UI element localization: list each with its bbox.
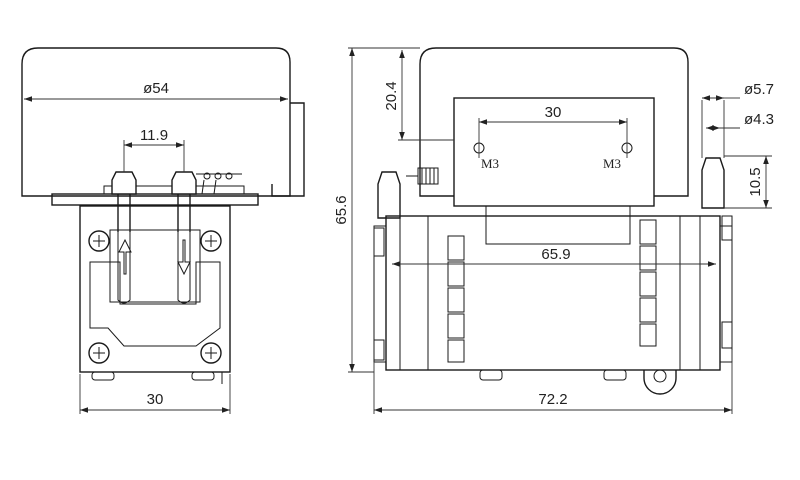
dim-cap-height-label: 20.4 [383,81,400,110]
side-left-nozzle [377,171,401,219]
side-terminal-comb [406,167,439,185]
front-outlet-port [171,171,197,304]
screw-icon [88,342,110,364]
front-head-cap [21,47,291,197]
side-ribs-left [447,235,465,363]
dim-total-length-label: 72.2 [538,391,567,408]
front-view [21,47,305,384]
screw-icon [200,230,222,252]
dim-nozzle-inner: ø4.3 [706,111,774,131]
side-right-nozzle [701,157,725,209]
dim-nozzle-inner-label: ø4.3 [744,111,774,128]
side-head-cap [419,47,689,197]
side-ribs-right [639,219,657,347]
dim-nozzle-length: 10.5 [724,155,772,209]
dim-total-length: 72.2 [373,350,733,414]
side-pump-body [385,215,721,371]
dim-port-spacing: 11.9 [123,127,185,172]
front-pump-body [79,205,231,373]
mount-thread-left-label: M3 [481,156,499,171]
dim-front-width-label: 30 [147,391,164,408]
dim-mount-spacing: 30 [479,104,627,125]
screw-icon [200,342,222,364]
dim-front-width: 30 [79,374,231,414]
screw-icon [88,230,110,252]
side-view: M3 M3 [373,47,733,395]
dim-body-span-label: 65.9 [541,246,570,263]
mount-thread-right-label: M3 [603,156,621,171]
inlet-flow-arrow [118,238,132,275]
dim-head-diameter: ø54 [24,80,288,102]
dim-head-diameter-label: ø54 [143,80,169,97]
side-mount-plate [453,97,655,207]
dim-nozzle-length-label: 10.5 [747,167,764,196]
dim-nozzle-outer: ø5.7 [701,81,774,158]
front-inlet-port [111,171,137,304]
side-hanging-tab [643,370,677,395]
front-bracket [271,102,305,197]
front-terminal-pins [196,172,242,195]
outlet-flow-arrow [177,239,191,276]
dim-nozzle-outer-label: ø5.7 [744,81,774,98]
dim-total-height-label: 65.6 [333,195,350,224]
dim-port-spacing-label: 11.9 [140,127,168,144]
dim-cap-height: 20.4 [383,50,454,141]
dim-mount-spacing-label: 30 [545,104,562,121]
dim-body-span: 65.9 [392,246,716,267]
dim-total-height: 65.6 [333,47,420,373]
